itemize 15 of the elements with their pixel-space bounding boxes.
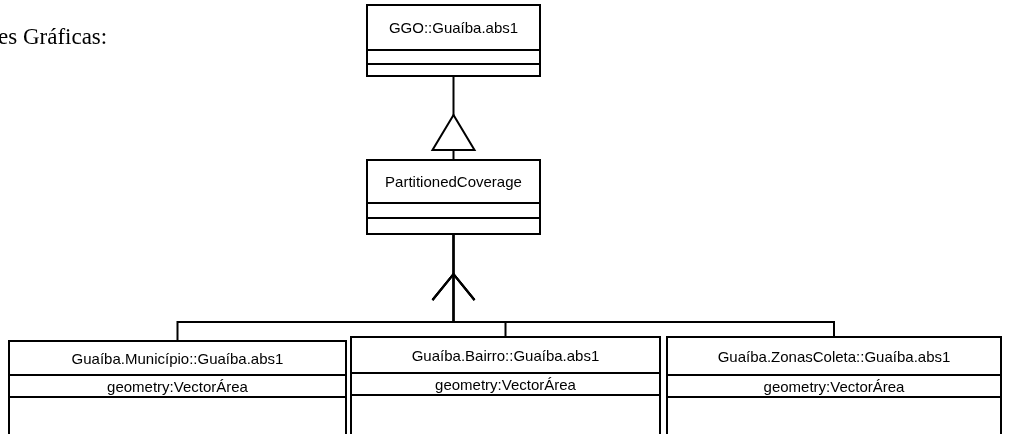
class-name: Guaíba.Bairro::Guaíba.abs1 bbox=[411, 347, 600, 363]
class-attribute: geometry:VectorÁrea bbox=[435, 376, 576, 392]
inheritance-arrow bbox=[431, 234, 835, 337]
generalization-arrow bbox=[431, 76, 476, 160]
class-attribute: geometry:VectorÁrea bbox=[107, 378, 248, 394]
class-box bbox=[8, 340, 347, 434]
class-name: Guaíba.Município::Guaíba.abs1 bbox=[71, 350, 284, 366]
class-attribute: geometry:VectorÁrea bbox=[763, 378, 905, 394]
class-name: Guaíba.ZonasColeta::Guaíba.abs1 bbox=[717, 348, 951, 364]
class-name: PartitionedCoverage bbox=[385, 174, 522, 189]
class-box bbox=[366, 159, 541, 235]
class-box bbox=[366, 4, 541, 77]
class-box bbox=[666, 336, 1002, 434]
class-name: GGO::Guaíba.abs1 bbox=[388, 20, 519, 35]
class-box bbox=[350, 336, 661, 434]
